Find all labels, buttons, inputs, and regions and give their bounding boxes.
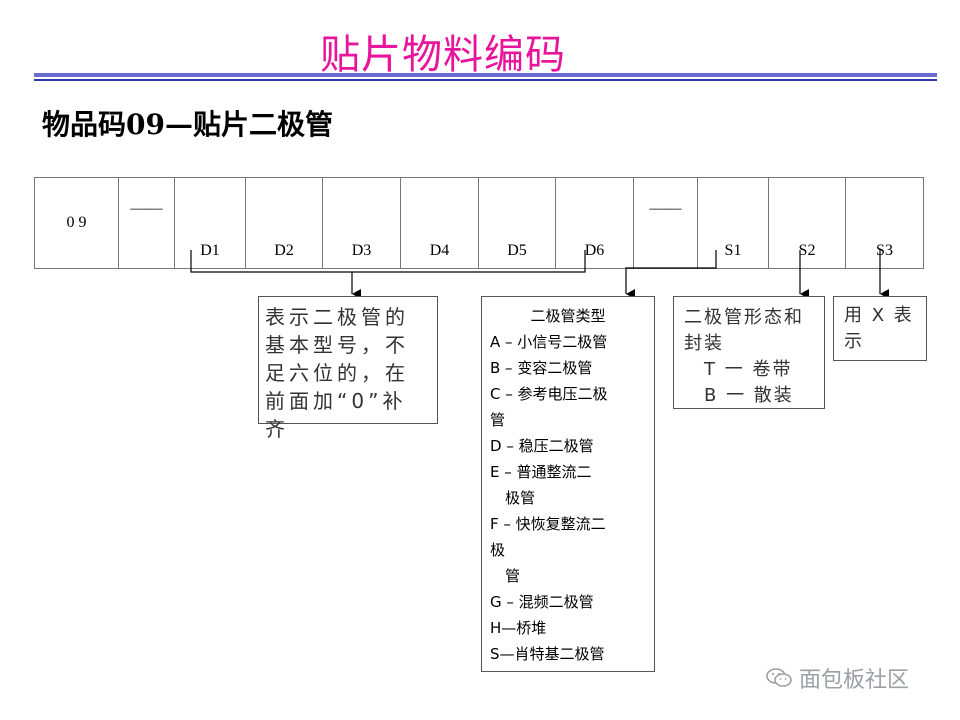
note-line: 齐	[265, 417, 289, 441]
arrow-s1-to-types	[625, 250, 717, 299]
title-divider-top	[34, 73, 937, 77]
note-line: 前面加“0”补	[265, 389, 407, 413]
code-cell-d1: D1	[174, 177, 246, 269]
code-cell-d4: D4	[400, 177, 479, 269]
diode-type-header: 二极管类型	[530, 307, 606, 325]
code-cell-dash: ——	[633, 177, 698, 269]
note-line: 基本型号，不	[265, 333, 409, 357]
wechat-icon	[766, 668, 792, 687]
list-item: S—肖特基二极管	[490, 645, 605, 663]
code-cell-s3: S3	[845, 177, 924, 269]
list-item: F – 快恢复整流二	[490, 515, 606, 533]
note-line: 封装	[684, 333, 724, 354]
list-item: D – 稳压二极管	[490, 437, 594, 455]
list-item: H—桥堆	[490, 619, 547, 637]
x-placeholder-note: 用 X 表 示	[833, 296, 927, 361]
title-divider-bottom	[34, 79, 937, 81]
list-item: B – 变容二极管	[490, 359, 593, 377]
code-cell-d6: D6	[555, 177, 634, 269]
code-cell-d5: D5	[478, 177, 556, 269]
note-line: B 一 散装	[684, 385, 794, 406]
code-cell-d2: D2	[245, 177, 323, 269]
code-row: 0 9 —— D1 D2 D3 D4 D5 D6 —— S1 S2 S3	[34, 177, 924, 269]
note-line: 表示二极管的	[265, 305, 409, 329]
code-cell-s2: S2	[768, 177, 846, 269]
code-cell-dash: ——	[118, 177, 175, 269]
note-line: T 一 卷带	[684, 359, 793, 380]
list-item: 极	[490, 541, 506, 559]
code-cell-d3: D3	[322, 177, 401, 269]
package-form-note: 二极管形态和 封装 T 一 卷带 B 一 散装	[673, 296, 825, 409]
watermark: 面包板社区	[765, 662, 909, 694]
list-item: 管	[490, 411, 506, 429]
list-item: C – 参考电压二极	[490, 385, 608, 403]
note-line: 足六位的，在	[265, 361, 409, 385]
watermark-text: 面包板社区	[799, 668, 910, 693]
note-line: 用 X 表	[844, 305, 914, 326]
slide-title: 贴片物料编码	[320, 32, 566, 78]
list-item: 极管	[490, 489, 536, 507]
list-item: 管	[490, 567, 521, 585]
list-item: E – 普通整流二	[490, 463, 592, 481]
diode-type-list: 二极管类型 A – 小信号二极管 B – 变容二极管 C – 参考电压二极 管 …	[481, 296, 655, 672]
code-structure-table: 0 9 —— D1 D2 D3 D4 D5 D6 —— S1 S2 S3	[34, 177, 924, 269]
section-heading: 物品码09—贴片二极管	[42, 108, 333, 141]
bracket-d1-d6	[190, 250, 586, 273]
note-line: 二极管形态和	[684, 307, 804, 328]
code-cell-prefix: 0 9	[34, 177, 119, 269]
note-line: 示	[844, 331, 864, 352]
list-item: G – 混频二极管	[490, 593, 594, 611]
basic-model-note: 表示二极管的 基本型号，不 足六位的，在 前面加“0”补 齐	[258, 296, 438, 441]
list-item: A – 小信号二极管	[490, 333, 608, 351]
